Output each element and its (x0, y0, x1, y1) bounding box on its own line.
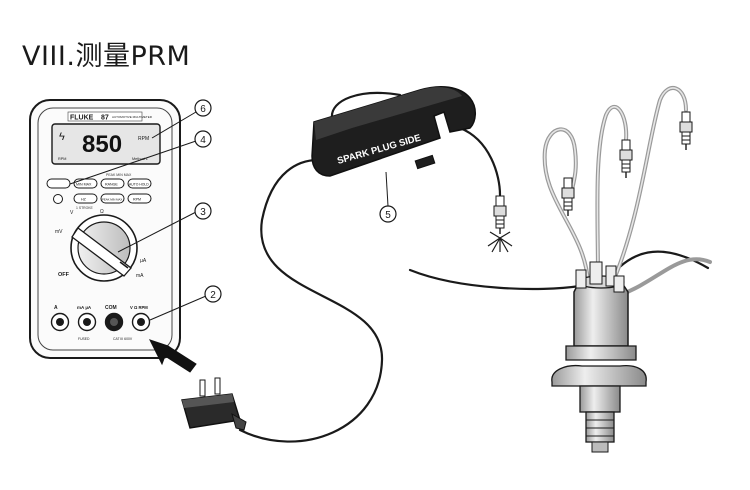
buttons-row1-top: PEAK MIN MAX (106, 173, 132, 177)
callout-4-label: 4 (200, 135, 206, 146)
spark-plug (620, 140, 632, 178)
meter-button[interactable] (47, 179, 70, 188)
display-value: 850 (82, 131, 122, 158)
model-sub-label: AUTOMOTIVE MULTIMETER (112, 115, 153, 119)
multimeter: FLUKE 87 AUTOMOTIVE MULTIMETER ϟ 850 RPM… (30, 100, 180, 358)
dial-label-off: OFF (58, 272, 70, 278)
display-unit: RPM (138, 136, 149, 142)
spark-plug (680, 112, 692, 150)
callout-4: 4 (195, 131, 211, 147)
dial-label-mv: mV (55, 229, 63, 235)
cable-sense-to-distributor (410, 270, 580, 289)
callout-6-label: 6 (200, 104, 206, 115)
dial-label-ma: mA (136, 273, 144, 279)
bolt-icon: ϟ (59, 131, 65, 143)
power-button[interactable] (54, 195, 63, 204)
brand-label: FLUKE (70, 115, 94, 122)
jack-sub-cat: CAT III 600V (113, 337, 133, 341)
hz-label: HZ (81, 198, 87, 202)
jack-label-v: V Ω RPM (130, 305, 148, 310)
callout-2-label: 2 (210, 290, 216, 301)
banana-plug (182, 378, 246, 430)
callout-3-label: 3 (200, 207, 206, 218)
cable-plug-to-clamp (240, 160, 382, 442)
cable-clamp-to-distributor (460, 128, 500, 195)
cables (240, 93, 708, 442)
callout-5-label: 5 (385, 210, 391, 221)
display-sub-left: RPM (58, 157, 66, 161)
spark-plug-test (494, 196, 506, 234)
callout-3: 3 (195, 203, 211, 219)
jack-sub-fused: FUSED (78, 337, 90, 341)
rotary-dial[interactable] (71, 215, 137, 281)
spark-icon (488, 232, 512, 252)
autohold-label: AUTO HOLD (129, 183, 149, 187)
minmax-label: MIN MAX (76, 183, 92, 187)
spark-plug (562, 178, 574, 216)
stroke-label: 1 STROKE (76, 206, 94, 210)
rpm-label: RPM (133, 198, 141, 202)
peak-label: PEAK MIN MAX (102, 198, 122, 202)
callout-6: 6 (195, 100, 211, 116)
jack-label-a: A (54, 305, 58, 311)
dial-label-ohm: Ω (100, 209, 104, 215)
inductive-clamp: SPARK PLUG SIDE (312, 87, 475, 176)
range-label: RANGE (105, 183, 118, 187)
jack-label-com: COM (105, 305, 117, 311)
callout-5: 5 (380, 206, 396, 222)
jack-label-ma: mA µA (77, 305, 92, 310)
wire-4 (620, 259, 710, 295)
dial-label-ua: µA (140, 258, 147, 264)
model-label: 87 (101, 115, 109, 122)
callout-2: 2 (205, 286, 221, 302)
